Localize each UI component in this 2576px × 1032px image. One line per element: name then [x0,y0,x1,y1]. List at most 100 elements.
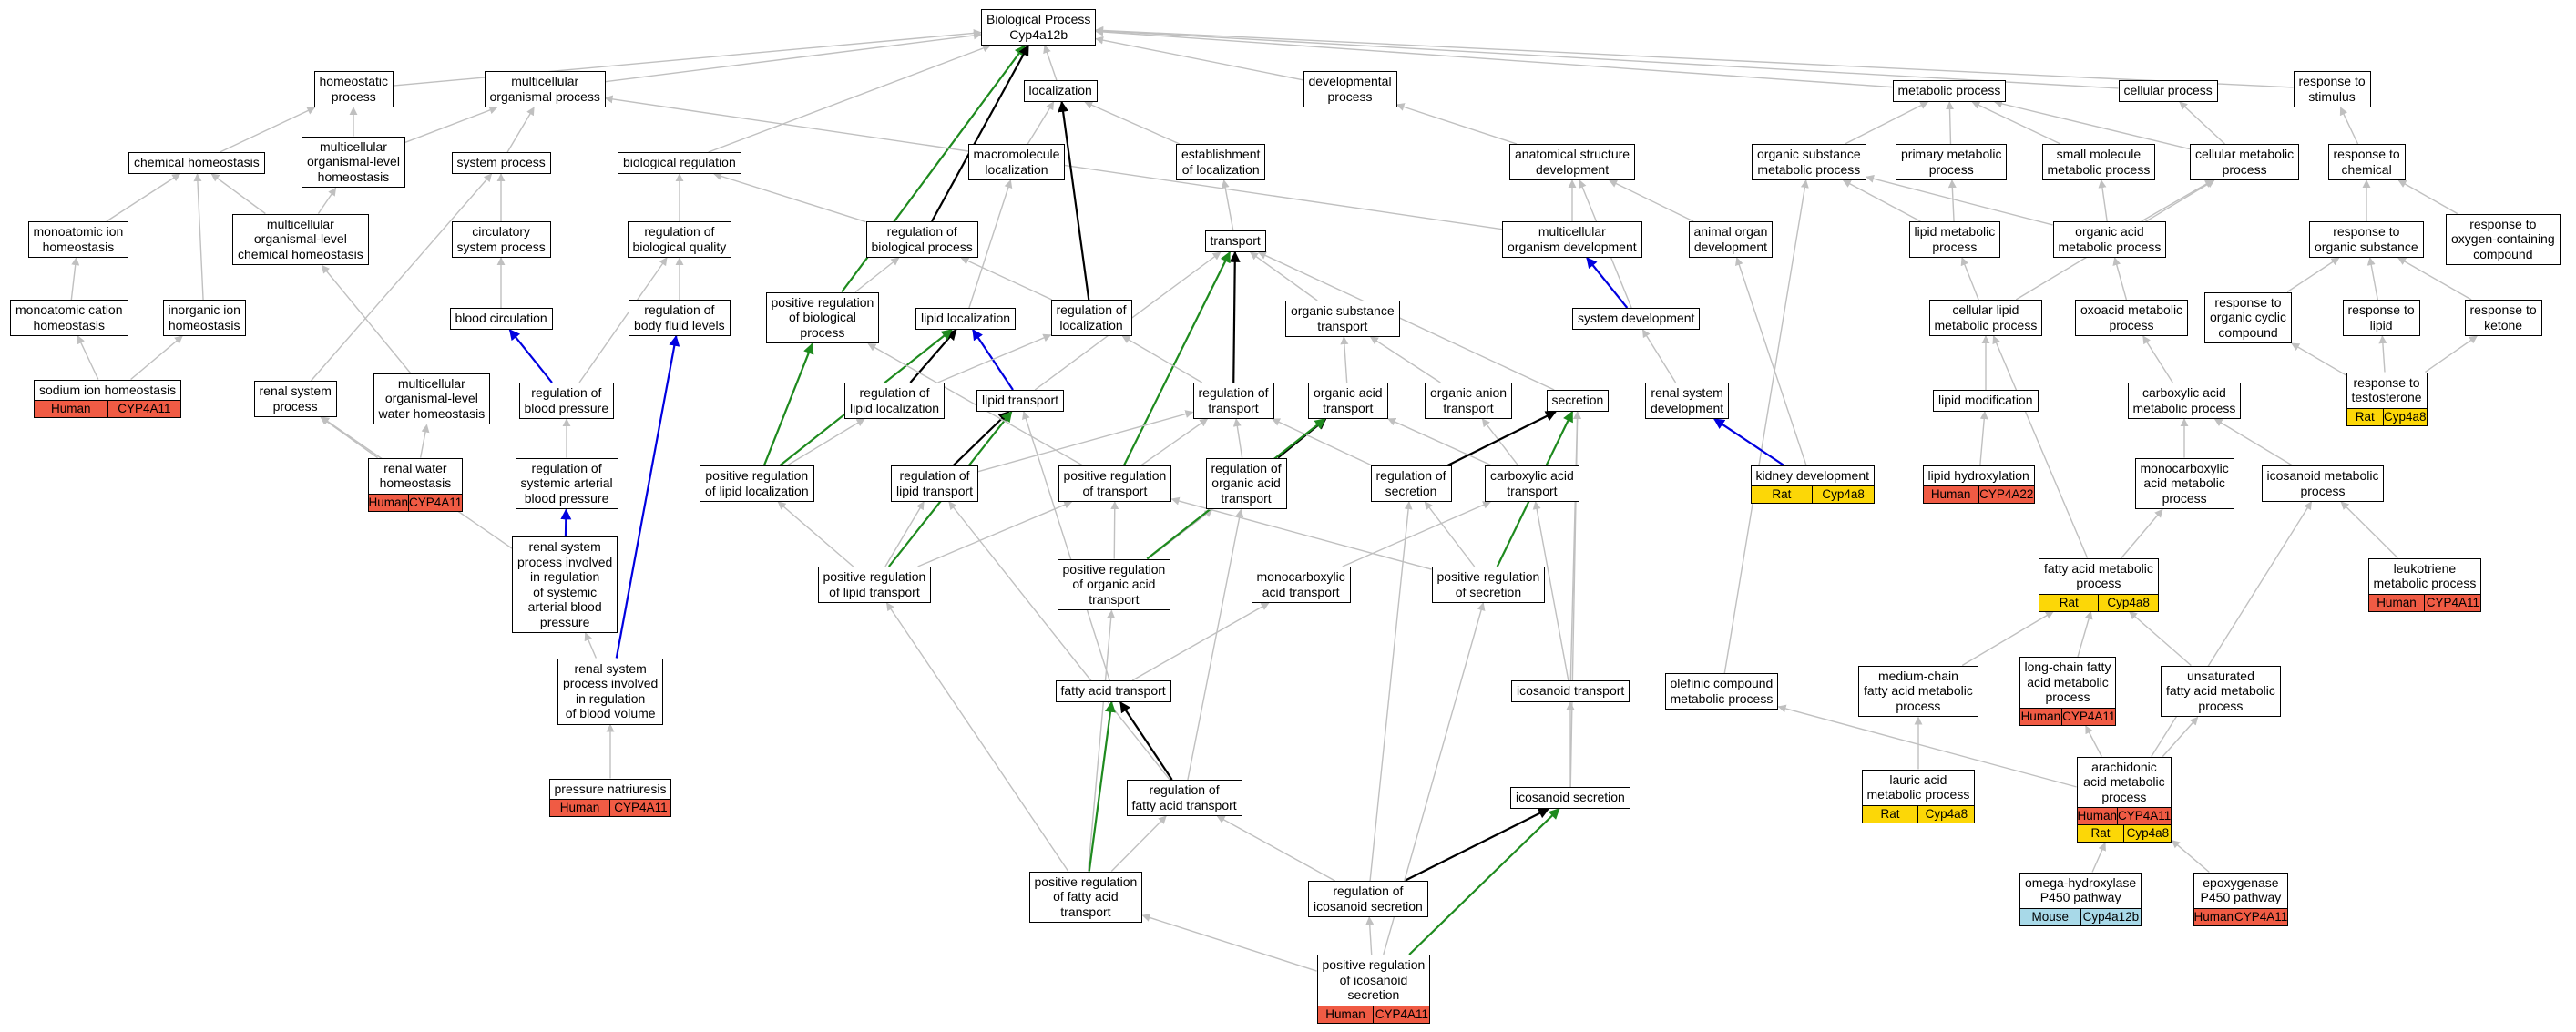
go-term-renalsys[interactable]: renal system process [253,381,337,417]
go-term-transport[interactable]: transport [1204,230,1266,252]
go-term-regbfl[interactable]: regulation of body fluid levels [629,300,731,336]
go-term-osm[interactable]: organic substance metabolic process [1752,144,1866,180]
go-term-ost[interactable]: organic substance transport [1285,301,1400,337]
go-term-mop[interactable]: multicellular organismal process [484,71,606,107]
go-term-moncat[interactable]: monoatomic cation homeostasis [10,300,128,336]
go-term-posreglipidtrans[interactable]: positive regulation of lipid transport [817,567,932,603]
go-term-rlipid[interactable]: response to lipid [2342,300,2420,336]
go-term-secretion[interactable]: secretion [1546,390,1610,412]
go-term-mlhom[interactable]: multicellular organismal-level homeostas… [302,136,405,188]
go-term-liploc[interactable]: lipid localization [915,308,1017,330]
go-term-renaldev[interactable]: renal system development [1645,383,1730,419]
go-term-posregsec[interactable]: positive regulation of secretion [1431,567,1546,603]
go-term-reglipidtrans[interactable]: regulation of lipid transport [891,465,979,502]
go-term-smm[interactable]: small molecule metabolic process [2041,144,2156,180]
go-term-sysdev[interactable]: system development [1572,308,1701,330]
go-term-roccomp[interactable]: response to organic cyclic compound [2204,291,2293,343]
go-term-bloodcirc[interactable]: blood circulation [449,308,553,330]
go-term-asd[interactable]: anatomical structure development [1509,144,1636,180]
go-term-regoat[interactable]: regulation of organic acid transport [1205,457,1287,509]
go-term-cam[interactable]: carboxylic acid metabolic process [2127,383,2242,419]
edge-clmp-to-lmp [1960,257,1979,301]
go-term-mlwater[interactable]: multicellular organismal-level water hom… [373,373,491,424]
go-term-regbp[interactable]: regulation of biological process [865,221,978,258]
go-term-homeo[interactable]: homeostatic process [313,71,394,107]
go-term-pmp[interactable]: primary metabolic process [1896,144,2008,180]
go-term-clmp[interactable]: cellular lipid metabolic process [1928,300,2043,336]
edge-ufa-to-famp [2129,610,2192,667]
go-term-lipmod[interactable]: lipid modification [1933,390,2039,412]
go-term-posregicosec[interactable]: positive regulation of icosanoid secreti… [1316,955,1431,1024]
go-term-rsp_reg[interactable]: renal system process involved in regulat… [512,536,618,633]
go-term-ufa[interactable]: unsaturated fatty acid metabolic process [2161,665,2281,717]
go-term-oxo[interactable]: oxoacid metabolic process [2075,300,2189,336]
go-term-chemhom[interactable]: chemical homeostasis [128,152,265,174]
go-term-oamp[interactable]: organic acid metabolic process [2052,221,2167,258]
go-term-olef[interactable]: olefinic compound metabolic process [1664,673,1779,710]
edge-mcfa-to-famp [1961,610,2054,667]
go-term-oant[interactable]: organic anion transport [1425,383,1513,419]
go-term-mlchem[interactable]: multicellular organismal-level chemical … [232,213,369,265]
go-term-icosec[interactable]: icosanoid secretion [1510,787,1630,809]
go-term-met[interactable]: metabolic process [1892,80,2007,102]
go-term-posregbp[interactable]: positive regulation of biological proces… [765,291,880,343]
go-term-loc[interactable]: localization [1023,80,1098,102]
go-term-cell[interactable]: cellular process [2118,80,2218,102]
go-term-regicosec[interactable]: regulation of icosanoid secretion [1308,881,1428,917]
go-term-posreglipidloc[interactable]: positive regulation of lipid localizatio… [700,465,814,502]
go-term-ros[interactable]: response to organic substance [2309,221,2424,258]
go-term-circsys[interactable]: circulatory system process [451,221,551,258]
go-term-regloc[interactable]: regulation of localization [1050,300,1132,336]
go-term-fat[interactable]: fatty acid transport [1055,680,1171,702]
go-term-oat[interactable]: organic acid transport [1308,383,1388,419]
go-term-liptrans[interactable]: lipid transport [976,390,1065,412]
go-term-reglipidloc[interactable]: regulation of lipid localization [844,383,946,419]
go-term-rocc[interactable]: response to oxygen-containing compound [2446,213,2561,265]
go-term-bioreg[interactable]: biological regulation [618,152,741,174]
go-term-regsec[interactable]: regulation of secretion [1370,465,1452,502]
go-term-resp[interactable]: response to stimulus [2293,71,2371,107]
go-term-cat[interactable]: carboxylic acid transport [1485,465,1579,502]
go-term-lmp[interactable]: lipid metabolic process [1908,221,2001,258]
go-term-aod[interactable]: animal organ development [1688,221,1774,258]
go-term-regtrans[interactable]: regulation of transport [1192,383,1274,419]
go-term-icomp[interactable]: icosanoid metabolic process [2261,465,2385,502]
go-term-posregtrans[interactable]: positive regulation of transport [1058,465,1172,502]
go-term-posregoat[interactable]: positive regulation of organic acid tran… [1057,558,1171,610]
go-term-rchem[interactable]: response to chemical [2327,144,2406,180]
go-term-regbpres[interactable]: regulation of blood pressure [518,383,615,419]
go-term-bp[interactable]: Biological Process Cyp4a12b [981,9,1097,46]
go-term-rketone[interactable]: response to ketone [2464,300,2542,336]
go-term-cmp[interactable]: cellular metabolic process [2190,144,2300,180]
go-term-estloc[interactable]: establishment of localization [1176,144,1266,180]
go-term-monoion[interactable]: monoatomic ion homeostasis [27,221,129,258]
go-term-regbq[interactable]: regulation of biological quality [627,221,732,258]
go-term-posregfat[interactable]: positive regulation of fatty acid transp… [1028,871,1143,923]
go-term-macloc[interactable]: macromolecule localization [967,144,1066,180]
go-term-monocat[interactable]: monocarboxylic acid transport [1251,567,1351,603]
go-term-mcod[interactable]: multicellular organism development [1502,221,1642,258]
go-term-monocam[interactable]: monocarboxylic acid metabolic process [2134,457,2234,509]
go-term-dev[interactable]: developmental process [1303,71,1397,107]
go-term-regfat[interactable]: regulation of fatty acid transport [1126,780,1242,816]
go-term-regsabp[interactable]: regulation of systemic arterial blood pr… [515,457,618,509]
go-term-sysproc[interactable]: system process [451,152,551,174]
go-term-inion[interactable]: inorganic ion homeostasis [162,300,246,336]
go-term-rsp_vol[interactable]: renal system process involved in regulat… [557,658,664,725]
go-term-mcfa[interactable]: medium-chain fatty acid metabolic proces… [1858,665,1978,717]
edge-rtest-to-rlipid [2378,335,2387,373]
go-term-icot[interactable]: icosanoid transport [1511,680,1630,702]
